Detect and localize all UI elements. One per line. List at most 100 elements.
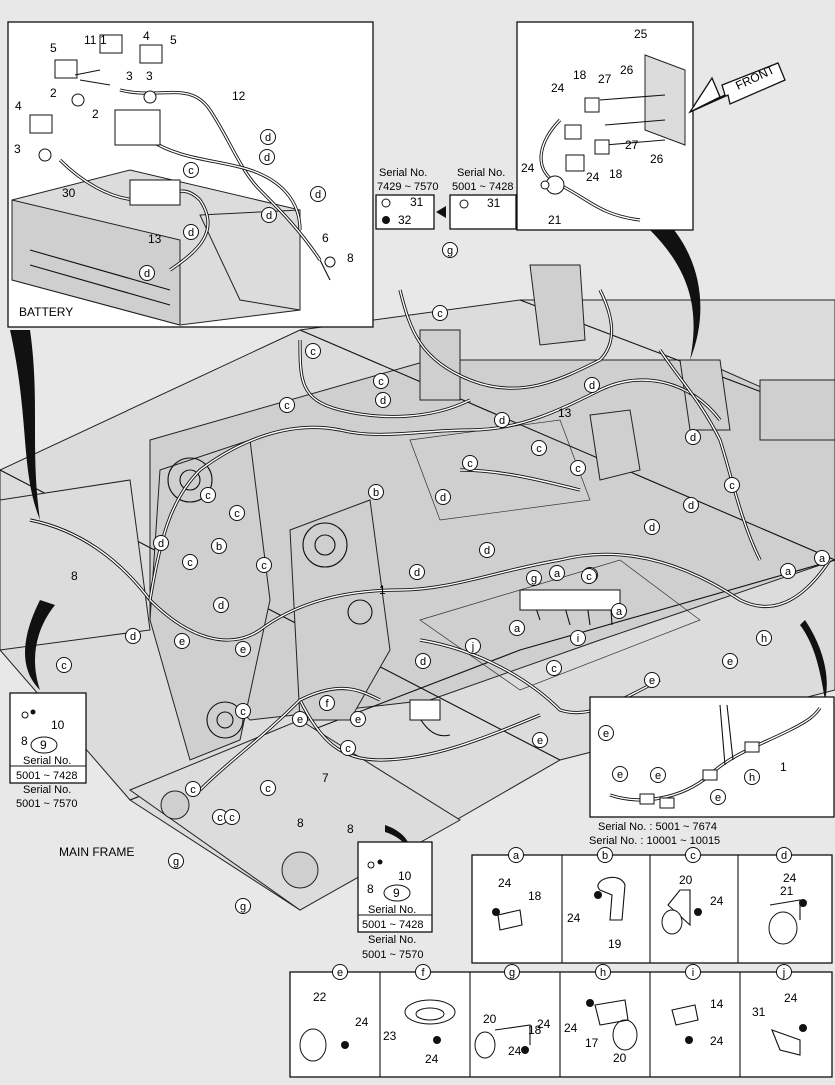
part-number-21: 21 [780, 884, 794, 898]
serial-bolt-boxes: Serial No. 7429 ~ 7570 Serial No. 5001 ~… [375, 167, 517, 230]
clamp-callout-b: b [368, 484, 384, 500]
part-number-8: 8 [297, 816, 304, 830]
part-number-10: 10 [398, 869, 412, 883]
svg-text:c: c [378, 376, 384, 388]
main-frame-label: MAIN FRAME [59, 845, 134, 859]
svg-text:d: d [440, 492, 446, 504]
part-number-9: 9 [393, 886, 400, 900]
part-number-31: 31 [752, 1005, 766, 1019]
clamp-callout-e: e [235, 641, 251, 657]
mid-under-head: Serial No. [368, 934, 416, 946]
svg-text:c: c [61, 660, 67, 672]
svg-text:d: d [218, 600, 224, 612]
svg-text:a: a [513, 850, 520, 862]
part-number-27: 27 [598, 72, 612, 86]
part-number-13: 13 [558, 406, 572, 420]
clamp-callout-e: e [710, 789, 726, 805]
svg-text:e: e [355, 714, 361, 726]
svg-text:c: c [575, 463, 581, 475]
svg-text:c: c [217, 812, 223, 824]
clamp-callout-d: d [183, 224, 199, 240]
clamp-callout-d: d [584, 377, 600, 393]
svg-text:d: d [499, 415, 505, 427]
part-number-1: 1 [379, 583, 386, 597]
svg-text:a: a [819, 553, 826, 565]
clamp-callout-c: c [305, 343, 321, 359]
clamp-callout-d: d [479, 542, 495, 558]
svg-text:d: d [130, 631, 136, 643]
left-under-head: Serial No. [23, 784, 71, 796]
clamp-callout-c: c [183, 162, 199, 178]
svg-text:d: d [264, 152, 270, 164]
svg-text:g: g [531, 573, 537, 585]
clamp-callout-d: d [435, 489, 451, 505]
part-number-8: 8 [347, 251, 354, 265]
part-number-1: 1 [780, 760, 787, 774]
part-number-24: 24 [425, 1052, 439, 1066]
svg-text:d: d [414, 567, 420, 579]
svg-text:c: c [205, 490, 211, 502]
part-number-24: 24 [537, 1017, 551, 1031]
svg-text:f: f [421, 967, 425, 979]
part-number-4: 4 [143, 29, 150, 43]
serial-tl-range: 7429 ~ 7570 [377, 181, 438, 193]
clamp-callout-c: c [581, 568, 597, 584]
clamp-callout-c: c [373, 373, 389, 389]
part-number-24: 24 [586, 170, 600, 184]
part-number-18: 18 [528, 1023, 542, 1037]
clamp-callout-e: e [350, 711, 366, 727]
part-number-1: 1 [100, 33, 107, 47]
part-number-14: 14 [710, 997, 724, 1011]
svg-text:d: d [781, 850, 787, 862]
mid-inset-serial: Serial No. [368, 904, 416, 916]
svg-text:e: e [649, 675, 655, 687]
svg-text:d: d [144, 268, 150, 280]
clamp-callout-d: d [409, 564, 425, 580]
svg-text:c: c [729, 480, 735, 492]
left-serial-inset: Serial No. 5001 ~ 7428 Serial No. 5001 ~… [9, 692, 87, 810]
part-number-8: 8 [347, 822, 354, 836]
part-number-24: 24 [508, 1044, 522, 1058]
part-number-22: 22 [313, 990, 327, 1004]
svg-text:d: d [265, 132, 271, 144]
svg-text:c: c [187, 557, 193, 569]
clamp-callout-c: c [235, 703, 251, 719]
svg-text:c: c [234, 508, 240, 520]
clamp-callout-g: g [526, 570, 542, 586]
part-number-24: 24 [521, 161, 535, 175]
part-number-5: 5 [170, 33, 177, 47]
part-number-24: 24 [498, 876, 512, 890]
mid-serial-inset: Serial No. 5001 ~ 7428 Serial No. 5001 ~… [357, 841, 433, 961]
part-number-13: 13 [148, 232, 162, 246]
svg-text:d: d [158, 538, 164, 550]
serial-tr-head: Serial No. [457, 167, 505, 179]
part-number-7: 7 [322, 771, 329, 785]
svg-text:e: e [337, 967, 343, 979]
pointer-arc-top-right [650, 225, 701, 360]
clamp-callout-g: g [235, 898, 251, 914]
battery-inset: BATTERY [7, 21, 374, 328]
svg-text:d: d [649, 522, 655, 534]
clamp-callout-h: h [744, 769, 760, 785]
clamp-callout-a: a [611, 603, 627, 619]
svg-text:h: h [761, 633, 767, 645]
serial-tl-head: Serial No. [379, 167, 427, 179]
part-number-19: 19 [608, 937, 622, 951]
svg-text:d: d [589, 380, 595, 392]
clamp-table-header-a: a [508, 847, 524, 863]
top-right-inset [516, 21, 694, 231]
part-number-20: 20 [613, 1051, 627, 1065]
clamp-callout-a: a [509, 620, 525, 636]
svg-text:d: d [380, 395, 386, 407]
clamp-detail-table-bottom [289, 971, 833, 1078]
svg-text:a: a [785, 566, 792, 578]
svg-text:c: c [536, 443, 542, 455]
svg-text:h: h [749, 772, 755, 784]
pointer-arc-battery [10, 330, 40, 520]
right-serial-line1: Serial No. : 5001 ~ 7674 [598, 821, 717, 833]
svg-text:e: e [603, 728, 609, 740]
part-number-27: 27 [625, 138, 639, 152]
